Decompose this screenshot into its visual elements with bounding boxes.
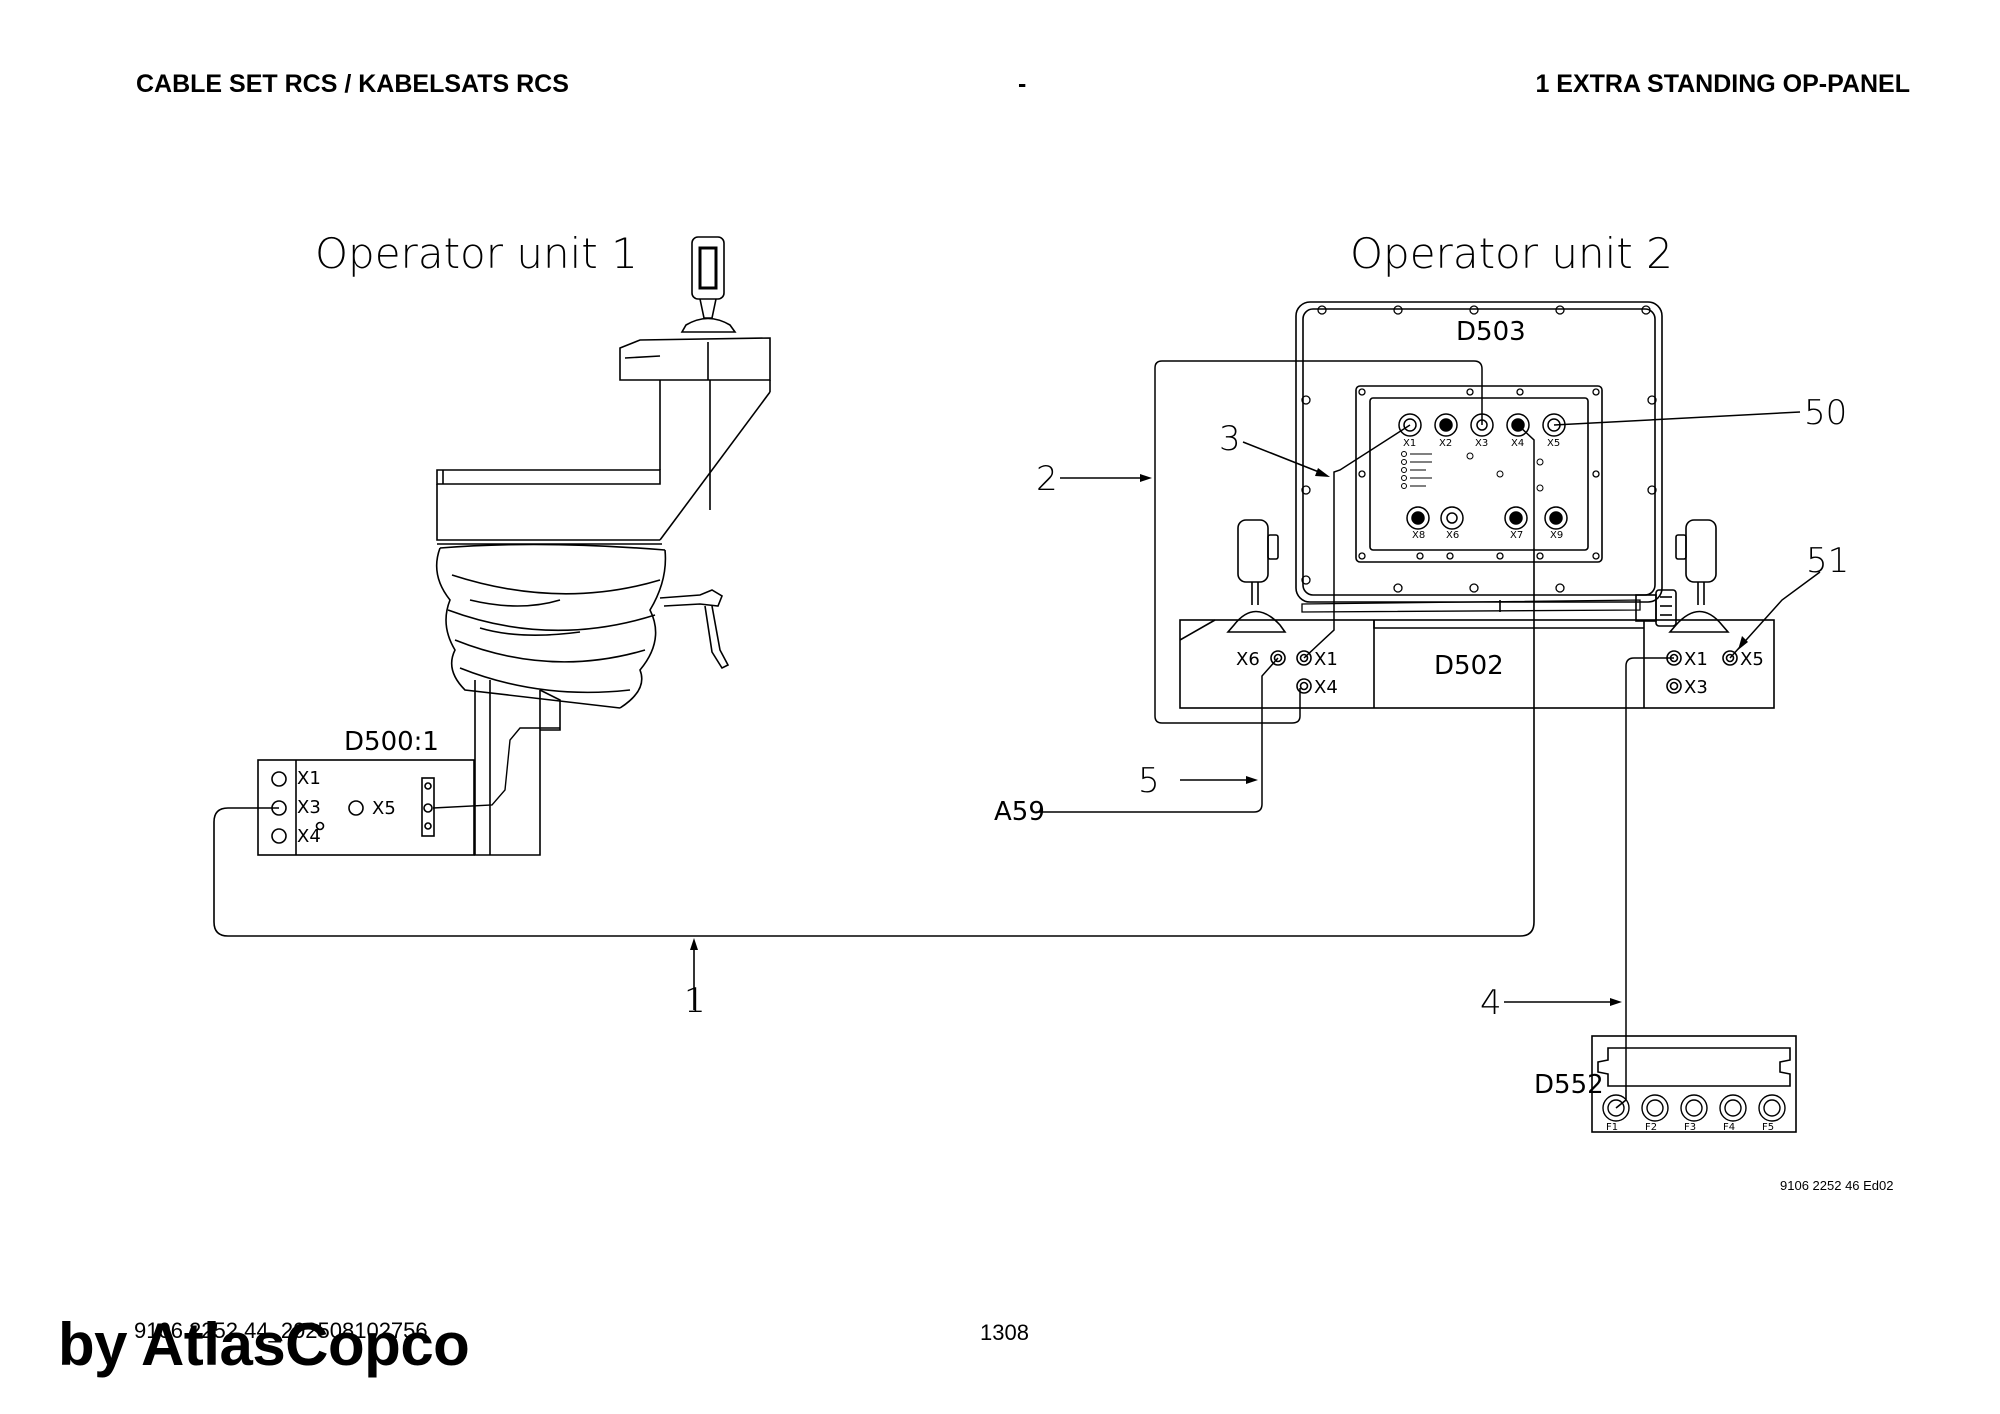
- d503-port-x9: X9: [1550, 530, 1563, 541]
- operator-unit-2-label: Operator unit 2: [1350, 229, 1673, 278]
- d503-port-x5: X5: [1547, 438, 1560, 449]
- callout-3: 3: [1219, 419, 1241, 459]
- d502-left-port-x4: X4: [1314, 677, 1338, 698]
- d503-bottom-port-labels: X8 X6 X7 X9: [1412, 530, 1563, 541]
- callout-5: 5: [1138, 761, 1160, 801]
- operator-unit-1-drawing: [257, 236, 771, 856]
- d552-port-labels: F1 F2 F3 F4 F5: [1606, 1122, 1774, 1133]
- footer-document-code: 9106 2252 44_202508102756: [134, 1318, 428, 1343]
- d500-port-x1: X1: [297, 768, 321, 789]
- cable-1: [213, 548, 1535, 937]
- d552-port-f3: F3: [1684, 1122, 1696, 1133]
- d502-right-port-x5: X5: [1740, 649, 1764, 670]
- d502-left-port-x6: X6: [1236, 649, 1260, 670]
- d552-port-f2: F2: [1645, 1122, 1657, 1133]
- d503-port-x1: X1: [1403, 438, 1416, 449]
- d502-label: D502: [1434, 651, 1504, 681]
- d503-port-x8: X8: [1412, 530, 1425, 541]
- d500-port-x3: X3: [297, 797, 321, 818]
- d552-port-f5: F5: [1762, 1122, 1774, 1133]
- d552-port-f4: F4: [1723, 1122, 1735, 1133]
- a59-label: A59: [994, 797, 1045, 827]
- d503-label: D503: [1456, 317, 1526, 347]
- operator-unit-1-label: Operator unit 1: [315, 229, 638, 278]
- callout-1: 1: [684, 981, 706, 1021]
- d502-left-port-x1: X1: [1314, 649, 1338, 670]
- d503-port-x7: X7: [1510, 530, 1523, 541]
- d503-top-port-labels: X1 X2 X3 X4 X5: [1403, 438, 1560, 449]
- operator-unit-2-drawing: [1036, 301, 1821, 1133]
- d552-label: D552: [1534, 1070, 1604, 1100]
- d500-port-x4: X4: [297, 826, 321, 847]
- d500-port-x5: X5: [372, 798, 396, 819]
- callout-50: 50: [1804, 393, 1847, 433]
- brand-watermark: by AtlasCopco: [58, 1311, 470, 1378]
- callout-2: 2: [1036, 459, 1058, 499]
- d503-port-x6: X6: [1446, 530, 1459, 541]
- header-title-right: 1 EXTRA STANDING OP-PANEL: [1535, 70, 1910, 98]
- d503-port-x4: X4: [1511, 438, 1524, 449]
- d503-port-x2: X2: [1439, 438, 1452, 449]
- d503-port-x3: X3: [1475, 438, 1488, 449]
- drawing-number: 9106 2252 46 Ed02: [1780, 1178, 1894, 1193]
- callout-51: 51: [1806, 541, 1849, 581]
- d502-right-port-x3: X3: [1684, 677, 1708, 698]
- page-number: 1308: [980, 1320, 1029, 1345]
- d552-port-f1: F1: [1606, 1122, 1618, 1133]
- d500-label: D500:1: [344, 727, 439, 757]
- header-title-left: CABLE SET RCS / KABELSATS RCS: [136, 70, 569, 98]
- callout-4: 4: [1480, 983, 1502, 1023]
- header-separator: -: [1018, 70, 1027, 98]
- d502-right-port-x1: X1: [1684, 649, 1708, 670]
